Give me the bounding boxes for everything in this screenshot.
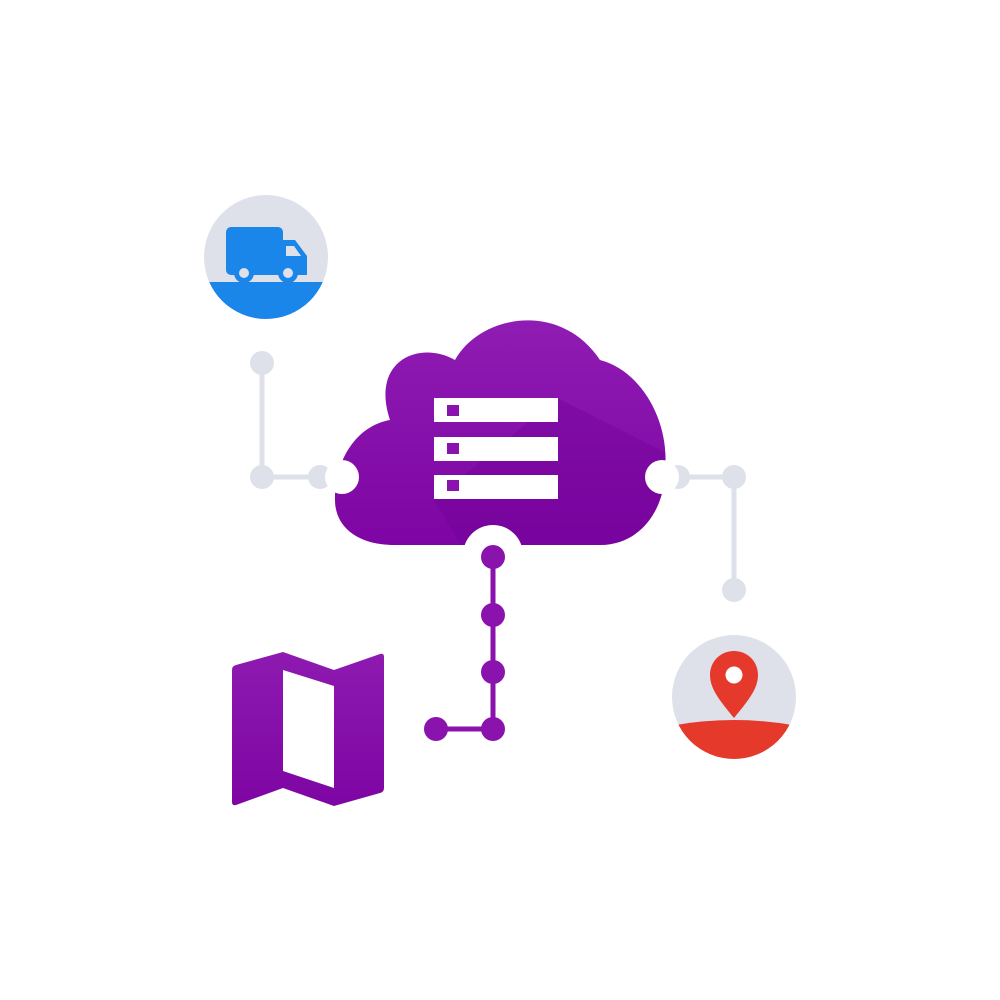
connector-truck-cloud	[250, 351, 332, 489]
connector-cloud-pin	[666, 465, 746, 602]
connector-cloud-map	[424, 545, 505, 741]
truck-icon	[204, 195, 328, 319]
location-pin-icon	[672, 635, 796, 759]
folded-map-icon	[232, 652, 384, 806]
server-rack-icon	[434, 398, 558, 499]
cloud-server-icon	[325, 320, 679, 585]
